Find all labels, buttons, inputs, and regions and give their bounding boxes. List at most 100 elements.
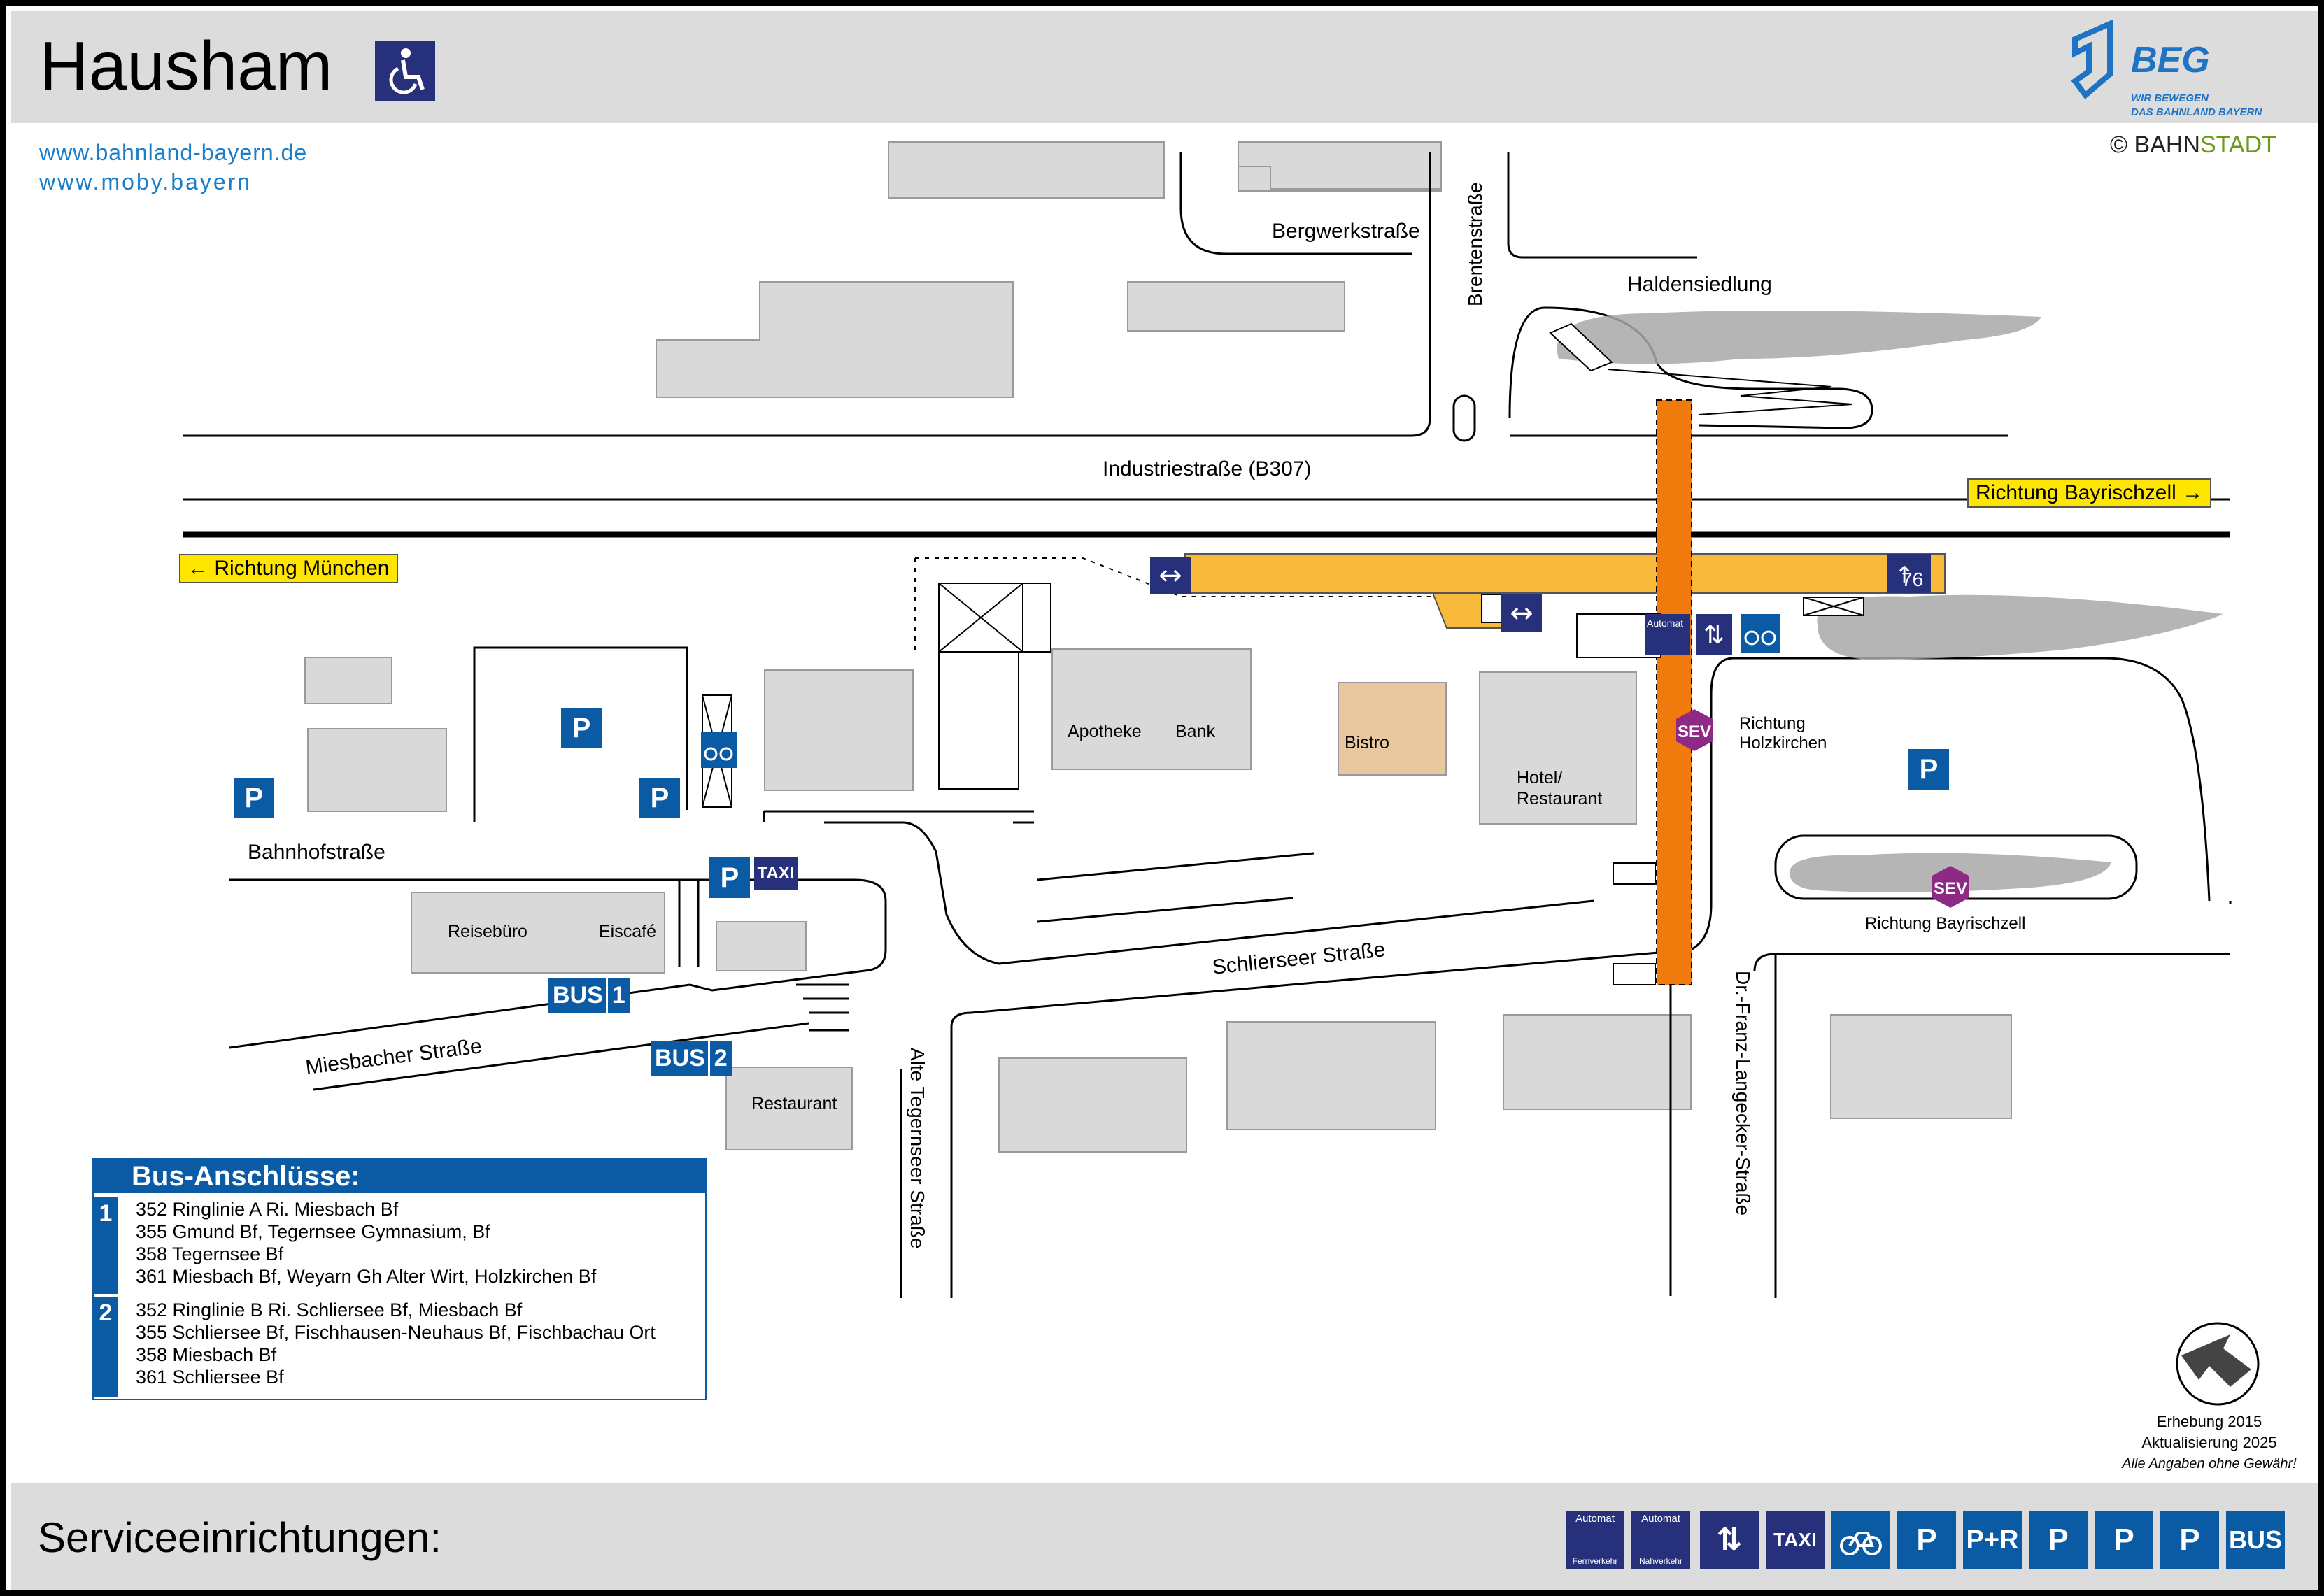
building — [1051, 648, 1252, 770]
street-label: Bahnhofstraße — [248, 841, 385, 864]
bus-stop-number: 2 — [94, 1297, 118, 1397]
bus-line: 361 Miesbach Bf, Weyarn Gh Alter Wirt, H… — [136, 1266, 597, 1287]
building — [656, 281, 1014, 398]
elevator-icon: ⇅ — [1696, 614, 1732, 655]
update-date: Aktualisierung 2025 — [2141, 1434, 2277, 1451]
building — [1127, 281, 1345, 332]
beg-logo: BEG WIR BEWEGEN DAS BAHNLAND BAYERN — [2061, 18, 2313, 123]
building-label: Hotel/ — [1517, 768, 1562, 788]
svg-text:⇅: ⇅ — [1703, 621, 1724, 650]
sev-label: Richtung — [1739, 714, 1806, 733]
building — [411, 892, 665, 974]
building — [725, 1067, 853, 1150]
building — [1479, 671, 1637, 825]
stairs — [1022, 583, 1051, 653]
building-outline — [1238, 149, 1440, 190]
building-label: Restaurant — [751, 1094, 837, 1113]
disclaimer: Alle Angaben ohne Gewähr! — [2122, 1456, 2297, 1472]
bus-connections-panel: Bus-Anschlüsse: 1 352 Ringlinie A Ri. Mi… — [92, 1158, 707, 1400]
beg-brand-name: BEG — [2131, 40, 2210, 80]
stairs — [1613, 862, 1656, 885]
arrow-right-icon: → — [2182, 481, 2204, 504]
street-label: Industriestraße (B307) — [1103, 457, 1311, 480]
building — [1238, 141, 1442, 192]
stairs — [1549, 322, 1613, 372]
bus-label: BUS — [553, 982, 603, 1009]
building — [1503, 1014, 1692, 1110]
icon-caption: Automat — [1641, 1513, 1680, 1525]
bus-label: BUS — [655, 1045, 705, 1071]
taxi-icon: TAXI — [1766, 1511, 1825, 1569]
website-link[interactable]: www.moby.bayern — [39, 169, 253, 194]
sev-icon-text: SEV — [1934, 879, 1967, 898]
street-label: Schlierseer Straße — [1211, 938, 1387, 979]
beg-tagline: DAS BAHNLAND BAYERN — [2131, 106, 2262, 118]
sev-stop-icon — [1676, 709, 1713, 751]
bike-parking-icon — [701, 732, 737, 768]
platform — [1184, 553, 1946, 594]
header-bar: Hausham BEG WIR BEWEGEN DAS BAHNLAND BAY… — [11, 11, 2318, 123]
bus-stop-group: 2 352 Ringlinie B Ri. Schliersee Bf, Mie… — [94, 1297, 705, 1397]
icon-caption: Nahverkehr — [1638, 1556, 1683, 1566]
ev-charging-parking-icon: P — [234, 778, 274, 818]
arrow-left-icon: ← — [187, 557, 208, 580]
ticket-machine-regional-icon: Automat Nahverkehr — [1631, 1511, 1690, 1569]
building — [307, 728, 447, 812]
covered-area — [1817, 594, 2223, 660]
platform-arrow: ↑ — [1894, 562, 1915, 590]
direction-sign-bayrischzell: Richtung Bayrischzell → — [1967, 478, 2212, 508]
parking-icon: P — [1908, 749, 1949, 790]
stairs — [1481, 594, 1503, 623]
automat-label: Automat — [1647, 618, 1683, 629]
direction-label: Richtung München — [214, 557, 390, 580]
bus-connections-title: Bus-Anschlüsse: — [94, 1160, 705, 1193]
street-label: Haldensiedlung — [1627, 273, 1772, 296]
icon-caption: Automat — [1575, 1513, 1615, 1525]
accessible-parking-icon: P — [1897, 1511, 1956, 1569]
copyright-symbol: © — [2110, 131, 2128, 158]
taxi-icon: TAXI — [754, 857, 798, 890]
copyright-stadt: STADT — [2199, 131, 2276, 158]
building-label: Bank — [1175, 722, 1215, 741]
parking-icon: P — [561, 708, 602, 748]
platform-number: 76 — [1901, 569, 1923, 590]
bus-line: 352 Ringlinie B Ri. Schliersee Bf, Miesb… — [136, 1299, 523, 1320]
building-label: Restaurant — [1517, 789, 1602, 808]
street-label: Miesbacher Straße — [304, 1034, 483, 1079]
building — [1226, 1021, 1436, 1130]
bus-stop-number: 1 — [605, 978, 625, 1013]
accessible-parking-icon: P — [639, 778, 680, 818]
building — [998, 1057, 1187, 1153]
building — [1830, 1014, 2012, 1119]
building-label: Reisebüro — [448, 922, 527, 941]
icon-caption: Fernverkehr — [1572, 1556, 1618, 1566]
bus-icon: BUS — [2226, 1511, 2285, 1569]
direction-label: Richtung Bayrischzell — [1976, 481, 2176, 504]
covered-area — [1557, 311, 2041, 364]
bus-stop-number: 2 — [707, 1041, 728, 1076]
website-link[interactable]: www.bahnland-bayern.de — [39, 140, 308, 165]
bus-stop-number: 1 — [94, 1197, 118, 1294]
pedestrian-underpass — [1656, 399, 1692, 985]
street-label: Bergwerkstraße — [1272, 220, 1420, 243]
ev-charging-parking-icon: P — [2160, 1511, 2219, 1569]
bus-stop-group: 1 352 Ringlinie A Ri. Miesbach Bf 355 Gm… — [94, 1197, 705, 1294]
platform-sign-icon — [1887, 554, 1931, 593]
copyright-notice: © BAHNSTADT — [2110, 131, 2276, 159]
platform-access-icon: ↔ — [1150, 557, 1191, 594]
building — [304, 657, 392, 704]
street-label: Dr.-Franz-Langecker-Straße — [1732, 971, 1754, 1216]
parking-icon: P — [2029, 1511, 2088, 1569]
short-term-parking-icon: P — [2095, 1511, 2153, 1569]
station-title: Hausham — [39, 27, 333, 104]
bike-parking-icon — [1741, 614, 1780, 653]
building — [764, 669, 914, 791]
north-arrow-icon — [2176, 1322, 2260, 1406]
sev-label: Holzkirchen — [1739, 734, 1827, 753]
survey-notes: Erhebung 2015 Aktualisierung 2025 Alle A… — [2104, 1411, 2314, 1474]
ticket-machine-long-distance-icon: Automat Fernverkehr — [1566, 1511, 1624, 1569]
building — [888, 141, 1165, 199]
